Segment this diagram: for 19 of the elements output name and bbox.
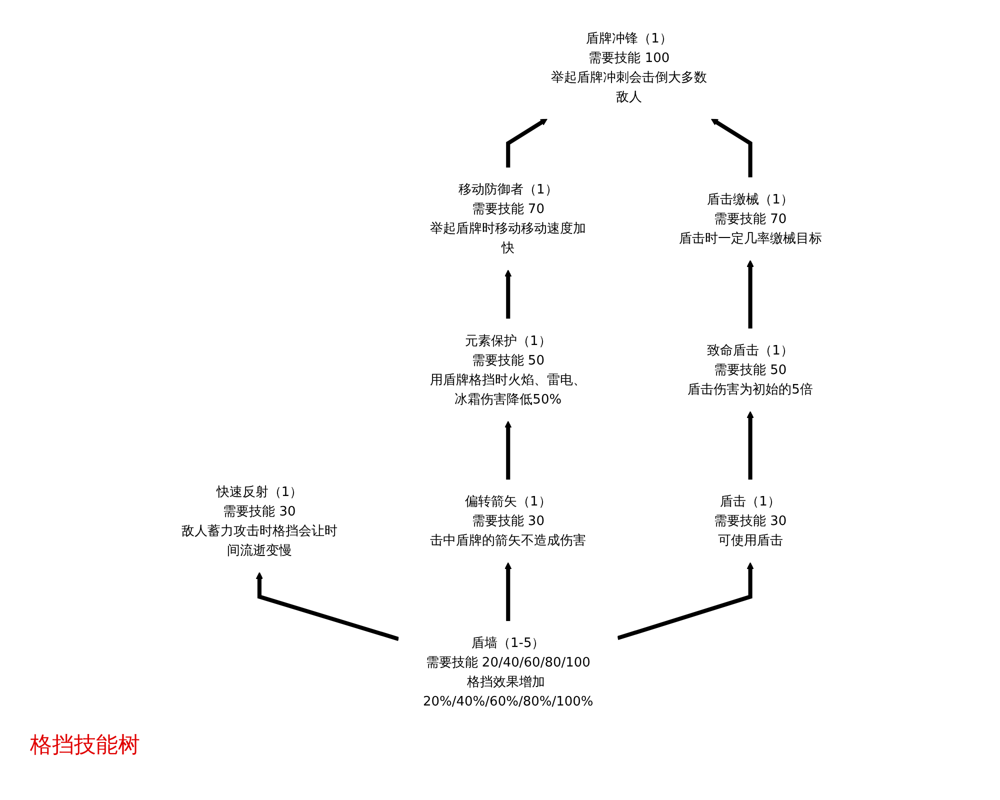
node-text: 盾墙（1-5） 需要技能 20/40/60/80/100 格挡效果增加 20%/40%/60%/80%/100%: [422, 634, 594, 709]
arrow: [506, 118, 548, 168]
node-text: 快速反射（1） 需要技能 30 敌人蓄力攻击时格挡会让时间流逝变慢: [181, 484, 338, 558]
node-text: 盾击（1） 需要技能 30 可使用盾击: [714, 494, 787, 548]
arrow: [617, 562, 754, 640]
node-text: 致命盾击（1） 需要技能 50 盾击伤害为初始的5倍: [688, 342, 813, 397]
arrow: [504, 562, 512, 622]
arrow: [746, 411, 754, 480]
arrow: [710, 118, 752, 178]
node-text: 偏转箭矢（1） 需要技能 30 击中盾牌的箭矢不造成伤害: [430, 494, 586, 548]
node-text: 移动防御者（1） 需要技能 70 举起盾牌时移动移动速度加快: [430, 181, 586, 256]
arrow: [504, 420, 512, 480]
arrow: [256, 572, 400, 641]
node-text: 盾牌冲锋（1） 需要技能 100 举起盾牌冲刺会击倒大多数敌人: [551, 30, 708, 104]
node-text: 盾击缴械（1） 需要技能 70 盾击时一定几率缴械目标: [678, 191, 822, 246]
diagram-title: 格挡技能树: [30, 732, 140, 760]
arrow: [746, 260, 754, 329]
node-text: 元素保护（1） 需要技能 50 用盾牌格挡时火焰、雷电、冰霜伤害降低50%: [430, 332, 586, 407]
arrow: [504, 270, 512, 319]
